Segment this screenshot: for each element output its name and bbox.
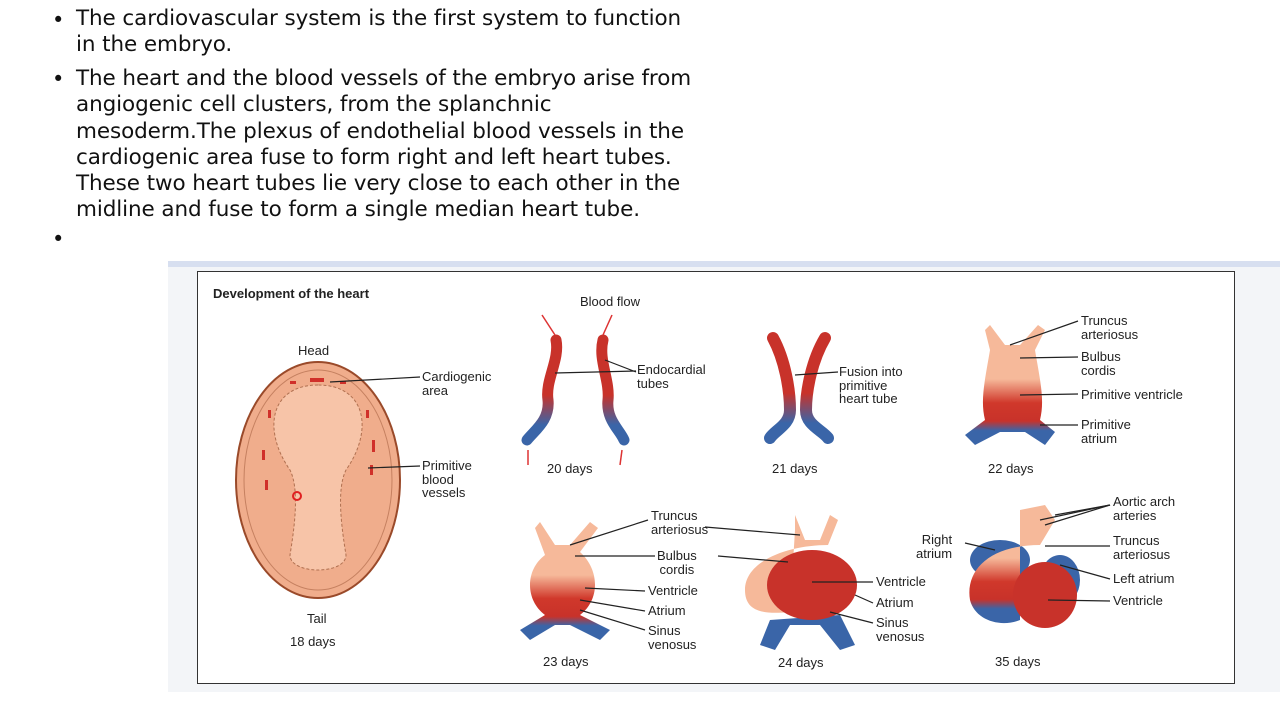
- label-21-days: 21 days: [772, 461, 818, 476]
- label-primitive-atrium: Primitive atrium: [1081, 417, 1131, 446]
- label-ventricle-23: Ventricle: [648, 583, 698, 598]
- label-truncus-23: Truncus arteriosus: [651, 508, 709, 537]
- bullet-text: The heart and the blood vessels of the e…: [76, 66, 692, 223]
- heart-23-days: [520, 522, 610, 640]
- label-head: Head: [298, 343, 330, 358]
- bullet-glyph: •: [52, 227, 65, 251]
- label-20-days: 20 days: [547, 461, 593, 476]
- label-18-days: 18 days: [290, 634, 336, 649]
- figure-title: Development of the heart: [213, 286, 370, 301]
- label-blood-flow: Blood flow: [580, 294, 640, 309]
- bullet-glyph: •: [52, 8, 65, 32]
- label-left-atrium: Left atrium: [1113, 571, 1175, 586]
- label-truncus-22: Truncus arteriosus: [1081, 313, 1139, 342]
- blood-flow-arrows: [527, 314, 623, 466]
- label-fusion: Fusion into primitive heart tube: [839, 364, 903, 406]
- label-atrium-24: Atrium: [876, 595, 914, 610]
- bullet-text: The cardiovascular system is the first s…: [76, 6, 682, 58]
- label-sinus-24: Sinus venosus: [876, 615, 925, 644]
- label-primitive-ventricle: Primitive ventricle: [1081, 387, 1183, 402]
- label-primitive-blood-vessels: Primitive blood vessels: [422, 458, 472, 500]
- label-cardiogenic-area: Cardiogenic area: [422, 369, 492, 398]
- heart-35-days: [969, 505, 1080, 628]
- label-bulbus-22: Bulbus cordis: [1081, 349, 1121, 378]
- label-24-days: 24 days: [778, 655, 824, 670]
- label-truncus-35: Truncus arteriosus: [1113, 533, 1171, 562]
- leader-lines: [329, 320, 1111, 631]
- heart-24-days: [745, 515, 857, 650]
- primitive-blood-vessel-dots: [262, 378, 375, 490]
- label-right-atrium: Right atrium: [916, 532, 953, 561]
- label-sinus-23: Sinus venosus: [648, 623, 697, 652]
- heart-22-days: [965, 325, 1055, 445]
- label-tail: Tail: [307, 611, 327, 626]
- label-23-days: 23 days: [543, 654, 589, 669]
- label-bulbus-23: Bulbus cordis: [657, 548, 697, 577]
- label-atrium-23: Atrium: [648, 603, 686, 618]
- embryo-18-days: [235, 361, 401, 599]
- label-ventricle-24: Ventricle: [876, 574, 926, 589]
- heart-21-days: [764, 332, 834, 444]
- label-22-days: 22 days: [988, 461, 1034, 476]
- label-endocardial-tubes: Endocardial tubes: [637, 362, 706, 391]
- label-aortic-arch: Aortic arch arteries: [1113, 494, 1176, 523]
- figure-top-band: [168, 261, 1280, 267]
- bullet-glyph: •: [52, 67, 65, 91]
- label-ventricle-35: Ventricle: [1113, 593, 1163, 608]
- label-35-days: 35 days: [995, 654, 1041, 669]
- cursor-marker: [292, 491, 302, 501]
- heart-20-days: [521, 334, 630, 446]
